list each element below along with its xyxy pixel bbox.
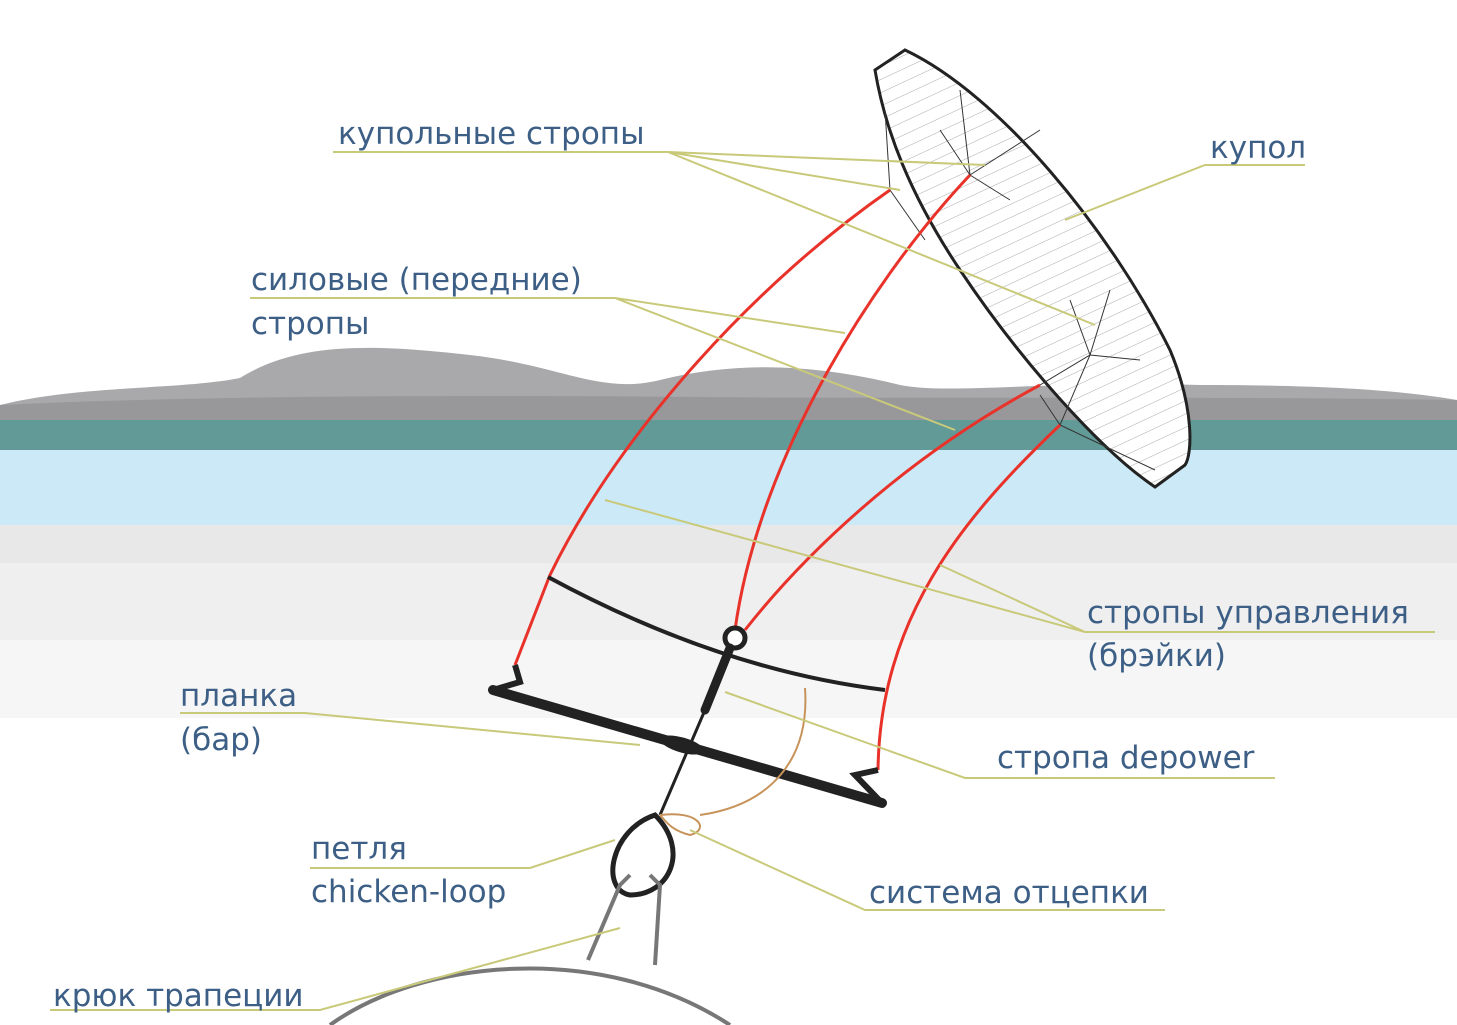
trapeze-hook: [328, 873, 732, 1025]
label-power-lines-1: силовые (передние): [251, 262, 582, 298]
label-power-lines-2: стропы: [251, 306, 370, 342]
label-depower: стропа depower: [997, 740, 1255, 776]
label-bar-2: (бар): [180, 722, 262, 758]
label-canopy: купол: [1210, 130, 1307, 166]
label-chicken-loop-1: петля: [311, 831, 407, 867]
label-canopy-lines: купольные стропы: [338, 116, 645, 152]
label-release: система отцепки: [869, 875, 1149, 911]
label-control-lines-1: стропы управления: [1087, 595, 1409, 631]
control-bar: [488, 575, 887, 898]
kite-lines: [513, 173, 1062, 771]
label-bar-1: планка: [180, 678, 298, 714]
label-chicken-loop-2: chicken-loop: [311, 874, 507, 910]
leader-lines: [50, 151, 1435, 1011]
background: [0, 347, 1457, 718]
label-hook: крюк трапеции: [53, 978, 304, 1014]
label-control-lines-2: (брэйки): [1087, 638, 1227, 674]
